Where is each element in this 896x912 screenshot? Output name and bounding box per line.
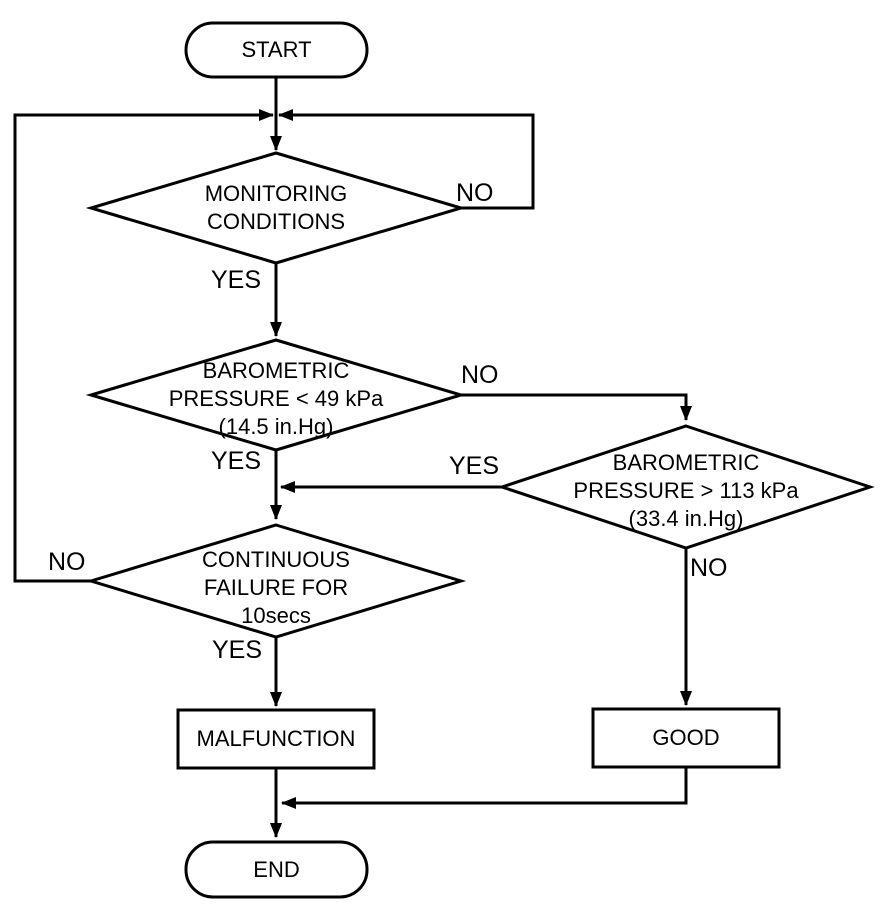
start-node-label: START xyxy=(186,23,367,77)
failure-node-label: CONTINUOUS FAILURE FOR 10secs xyxy=(91,525,461,644)
failure-label-line3: 10secs xyxy=(241,603,311,628)
good-label-text: GOOD xyxy=(652,725,720,750)
monitoring-label-line2: CONDITIONS xyxy=(206,209,346,234)
monitoring-yes-label: YES xyxy=(211,266,262,294)
failure-label-line1: CONTINUOUS xyxy=(202,547,350,572)
baro-high-label-line3: (33.4 in.Hg) xyxy=(628,506,744,531)
baro-low-yes-label: YES xyxy=(211,447,262,475)
baro-high-no-label: NO xyxy=(690,554,728,582)
edge-baro-low-no xyxy=(461,393,692,421)
failure-no-label: NO xyxy=(48,548,86,576)
monitoring-no-label: NO xyxy=(456,179,494,207)
baro-high-node-label: BAROMETRIC PRESSURE > 113 kPa (33.4 in.H… xyxy=(502,426,870,552)
baro-low-label-line3: (14.5 in.Hg) xyxy=(218,414,334,439)
start-label-text: START xyxy=(241,37,312,62)
baro-high-decision-shape xyxy=(497,424,875,550)
start-terminator-shape xyxy=(184,21,369,79)
edge-monitoring-no-loop xyxy=(278,109,535,210)
monitoring-label-line1: MONITORING xyxy=(204,181,348,206)
end-terminator-shape xyxy=(184,840,369,899)
edge-good-merge xyxy=(281,766,688,809)
end-node-label: END xyxy=(186,842,367,897)
failure-yes-label: YES xyxy=(212,636,263,664)
baro-low-no-label: NO xyxy=(461,361,499,389)
monitoring-decision-shape xyxy=(85,151,467,265)
baro-high-yes-label: YES xyxy=(449,452,500,480)
failure-label-line2: FAILURE FOR xyxy=(203,575,349,600)
edge-failure-no-loop xyxy=(13,109,274,583)
malfunction-process-shape xyxy=(176,708,376,770)
baro-low-label-line2: PRESSURE < 49 kPa xyxy=(168,386,384,411)
baro-low-label-line1: BAROMETRIC xyxy=(202,358,350,383)
good-process-shape xyxy=(591,707,781,769)
baro-high-label-line1: BAROMETRIC xyxy=(612,450,760,475)
failure-decision-shape xyxy=(85,523,467,639)
baro-low-node-label: BAROMETRIC PRESSURE < 49 kPa (14.5 in.Hg… xyxy=(91,340,461,454)
malfunction-node-label: MALFUNCTION xyxy=(178,710,374,768)
monitoring-node-label: MONITORING CONDITIONS xyxy=(91,153,461,263)
end-label-text: END xyxy=(253,856,300,882)
baro-high-label-line2: PRESSURE > 113 kPa xyxy=(573,478,799,503)
good-node-label: GOOD xyxy=(593,709,779,767)
baro-low-decision-shape xyxy=(85,338,467,452)
malfunction-label-text: MALFUNCTION xyxy=(196,726,356,751)
